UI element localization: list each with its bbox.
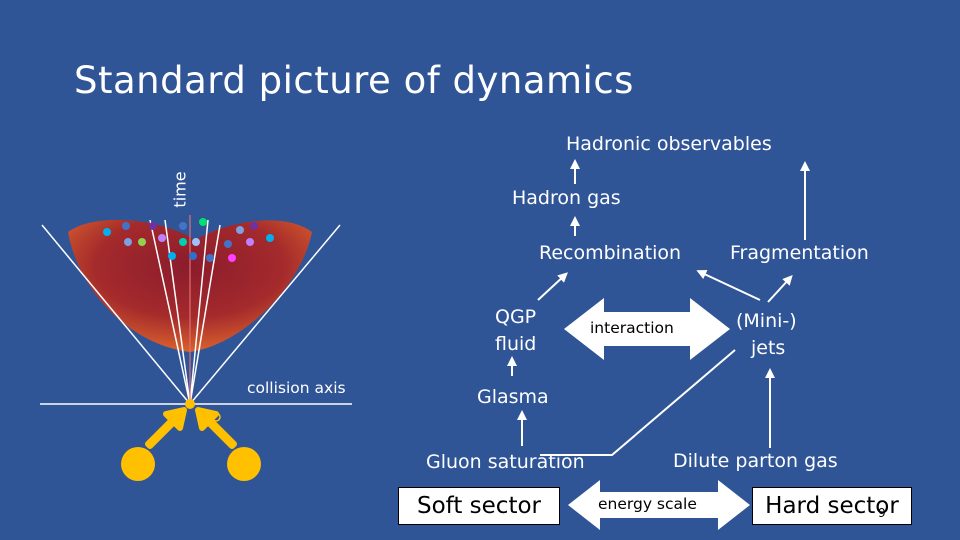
node-gluon-saturation: Gluon saturation [426,451,585,473]
energy-scale-arrow [568,480,750,530]
time-axis-label: time [170,171,190,208]
node-recombination: Recombination [539,242,682,264]
collision-axis-label: collision axis [247,379,346,397]
node-glasma: Glasma [477,386,549,408]
soft-sector-box: Soft sector [398,487,560,525]
interaction-label: interaction [590,319,674,337]
nucleus-arrow-right [195,407,237,449]
node-dilute-parton-gas: Dilute parton gas [673,450,838,472]
spacetime-diagram [40,215,352,481]
trajectory [164,219,191,405]
nucleus-arrow-left [145,407,187,449]
light-cone-right [189,224,341,405]
light-cone-left [41,224,191,405]
trajectory [189,224,221,405]
collision-point [185,399,195,409]
page-number: 9 [878,506,886,520]
particles [103,218,274,262]
hard-sector-box: Hard sector [752,487,912,525]
node-hadronic-observables: Hadronic observables [566,133,772,155]
trajectory [149,219,191,405]
node-hadron-gas: Hadron gas [512,187,621,209]
nucleus-left [121,447,155,481]
node-fragmentation: Fragmentation [730,242,869,264]
nucleus-right [227,447,261,481]
node-qgp-line2: fluid [495,333,537,355]
node-mini-jets-line1: (Mini-) [736,310,797,332]
interaction-arrow [564,298,730,360]
flow-arrows [507,159,810,456]
page-title: Standard picture of dynamics [74,59,634,102]
energy-scale-label: energy scale [598,495,697,513]
hard-sector-label: Hard sector [765,493,899,519]
soft-sector-label: Soft sector [416,493,542,519]
node-qgp-line1: QGP [495,306,537,328]
trajectory [189,219,209,405]
node-mini-jets-line2: jets [751,337,786,359]
